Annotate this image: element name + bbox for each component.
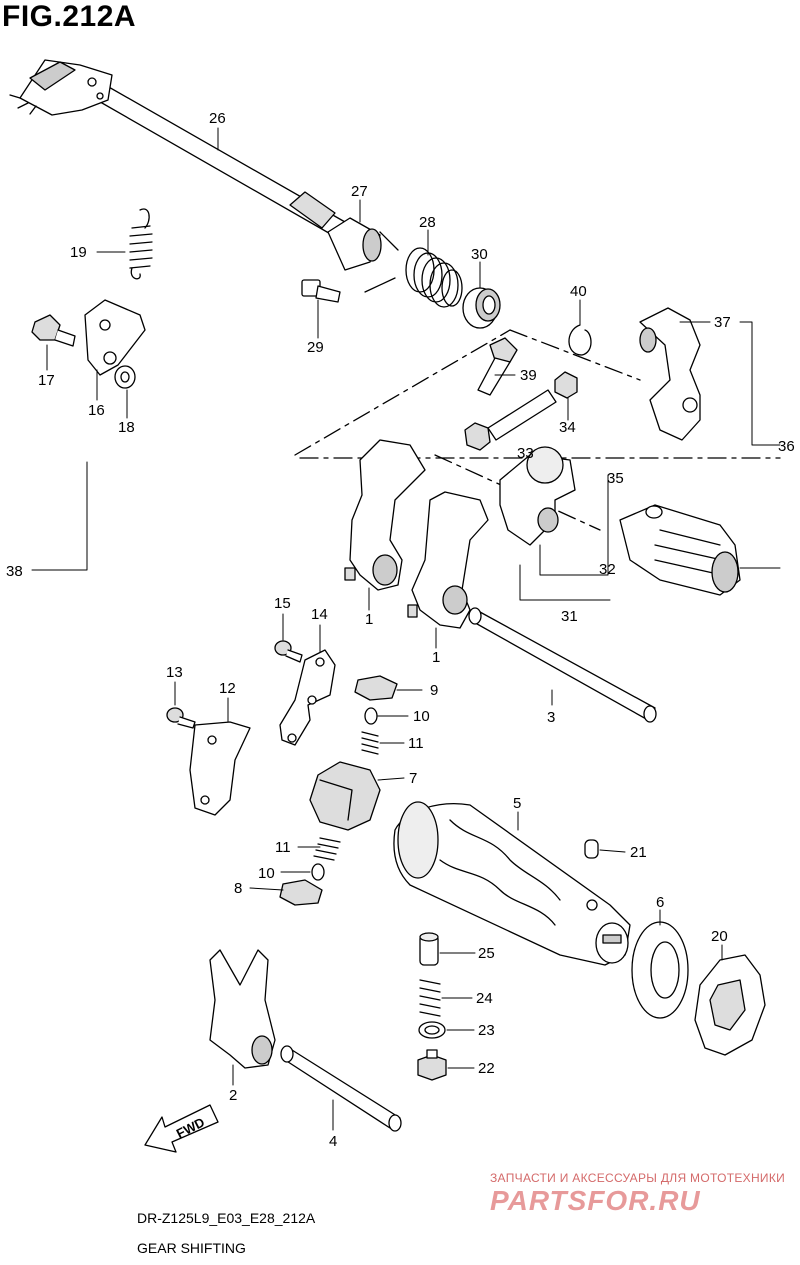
- spring-19: [129, 208, 153, 280]
- callout-1a: 1: [365, 611, 373, 628]
- gearshift-cam-driven-gear-32: [499, 446, 576, 546]
- figure-name: GEAR SHIFTING: [137, 1240, 246, 1256]
- plunger-25: [419, 932, 439, 966]
- pin-10-lower: [311, 863, 325, 881]
- cam-driven-gear-20: [694, 954, 766, 1056]
- callout-13: 13: [166, 664, 183, 681]
- callout-15: 15: [274, 595, 291, 612]
- gearshift-lever-36: [619, 504, 741, 596]
- callout-35: 35: [607, 470, 624, 487]
- callout-1b: 1: [432, 649, 440, 666]
- callout-32: 32: [599, 561, 616, 578]
- callout-38: 38: [6, 563, 23, 580]
- callout-30: 30: [471, 246, 488, 263]
- bolt-29: [301, 279, 341, 303]
- washer-23: [418, 1021, 446, 1039]
- callout-7: 7: [409, 770, 417, 787]
- gearshift-cam-5: [393, 801, 631, 966]
- callout-10-upper: 10: [413, 708, 430, 725]
- shift-fork-2: [209, 949, 276, 1069]
- callout-11-upper: 11: [408, 735, 424, 752]
- fwd-label: FWD: [174, 1114, 207, 1141]
- callout-4: 4: [329, 1133, 337, 1150]
- bolt-33: [464, 389, 557, 451]
- figure-code: DR-Z125L9_E03_E28_212A: [137, 1210, 316, 1226]
- callout-23: 23: [478, 1022, 495, 1039]
- callout-27: 27: [351, 183, 368, 200]
- shift-fork-1b: [407, 491, 489, 629]
- callout-18: 18: [118, 419, 135, 436]
- circlip-40: [568, 324, 592, 356]
- shift-fork-1a: [344, 439, 426, 591]
- pawl-8: [279, 879, 323, 906]
- screw-15: [274, 640, 303, 663]
- callout-39: 39: [520, 367, 537, 384]
- callout-34: 34: [559, 419, 576, 436]
- callout-5: 5: [513, 795, 521, 812]
- callout-31: 31: [561, 608, 578, 625]
- callout-numbers: 26 27 28 30 19 29 17 16 18 40 37 39 34 3…: [6, 110, 795, 1150]
- callout-25: 25: [478, 945, 495, 962]
- callout-33: 33: [517, 445, 534, 462]
- leader-lines: [31, 127, 781, 1131]
- callout-12: 12: [219, 680, 236, 697]
- figure-title: FIG.212A: [2, 0, 137, 33]
- callout-9: 9: [430, 682, 438, 699]
- callout-8: 8: [234, 880, 242, 897]
- bolt-39: [477, 337, 518, 396]
- bush-27: [327, 217, 382, 271]
- callout-36: 36: [778, 438, 795, 455]
- spring-28: [364, 231, 463, 308]
- watermark-tagline: ЗАПЧАСТИ И АКСЕССУАРЫ ДЛЯ МОТОТЕХНИКИ: [490, 1171, 786, 1185]
- washer-6: [631, 921, 689, 1019]
- callout-2: 2: [229, 1087, 237, 1104]
- callout-28: 28: [419, 214, 436, 231]
- callout-37: 37: [714, 314, 731, 331]
- callout-11-lower: 11: [275, 839, 291, 856]
- gearshift-arm-37: [639, 307, 701, 441]
- oil-seal-30: [462, 287, 501, 329]
- callout-22: 22: [478, 1060, 495, 1077]
- callout-6: 6: [656, 894, 664, 911]
- callout-3: 3: [547, 709, 555, 726]
- nut-34: [554, 371, 578, 399]
- pawl-9: [354, 675, 398, 701]
- pawl-holder-7: [309, 761, 381, 831]
- shift-shaft-26: [9, 59, 346, 237]
- washer-18: [114, 365, 136, 389]
- spring-24: [419, 979, 441, 1017]
- callout-21: 21: [630, 844, 647, 861]
- stopper-bracket-16: [84, 299, 146, 376]
- callout-19: 19: [70, 244, 87, 261]
- callout-40: 40: [570, 283, 587, 300]
- callout-29: 29: [307, 339, 324, 356]
- spring-11-upper: [361, 731, 379, 755]
- callout-26: 26: [209, 110, 226, 127]
- callout-10-lower: 10: [258, 865, 275, 882]
- screw-13: [166, 707, 196, 729]
- watermark-logo: PARTSFOR.RU: [490, 1185, 701, 1216]
- callout-14: 14: [311, 606, 328, 623]
- callout-17: 17: [38, 372, 55, 389]
- pin-10-upper: [364, 707, 378, 725]
- cam-stopper-plate-14: [279, 649, 336, 746]
- bolt-17: [31, 314, 76, 347]
- fork-shaft-4: [280, 1045, 402, 1132]
- pin-21: [584, 839, 599, 859]
- spring-11-lower: [313, 837, 341, 861]
- cam-guide-12: [189, 721, 251, 816]
- callout-20: 20: [711, 928, 728, 945]
- fwd-arrow: [144, 1104, 219, 1153]
- callout-16: 16: [88, 402, 105, 419]
- fork-shaft-3: [468, 607, 657, 723]
- plug-22: [417, 1049, 447, 1081]
- callout-24: 24: [476, 990, 493, 1007]
